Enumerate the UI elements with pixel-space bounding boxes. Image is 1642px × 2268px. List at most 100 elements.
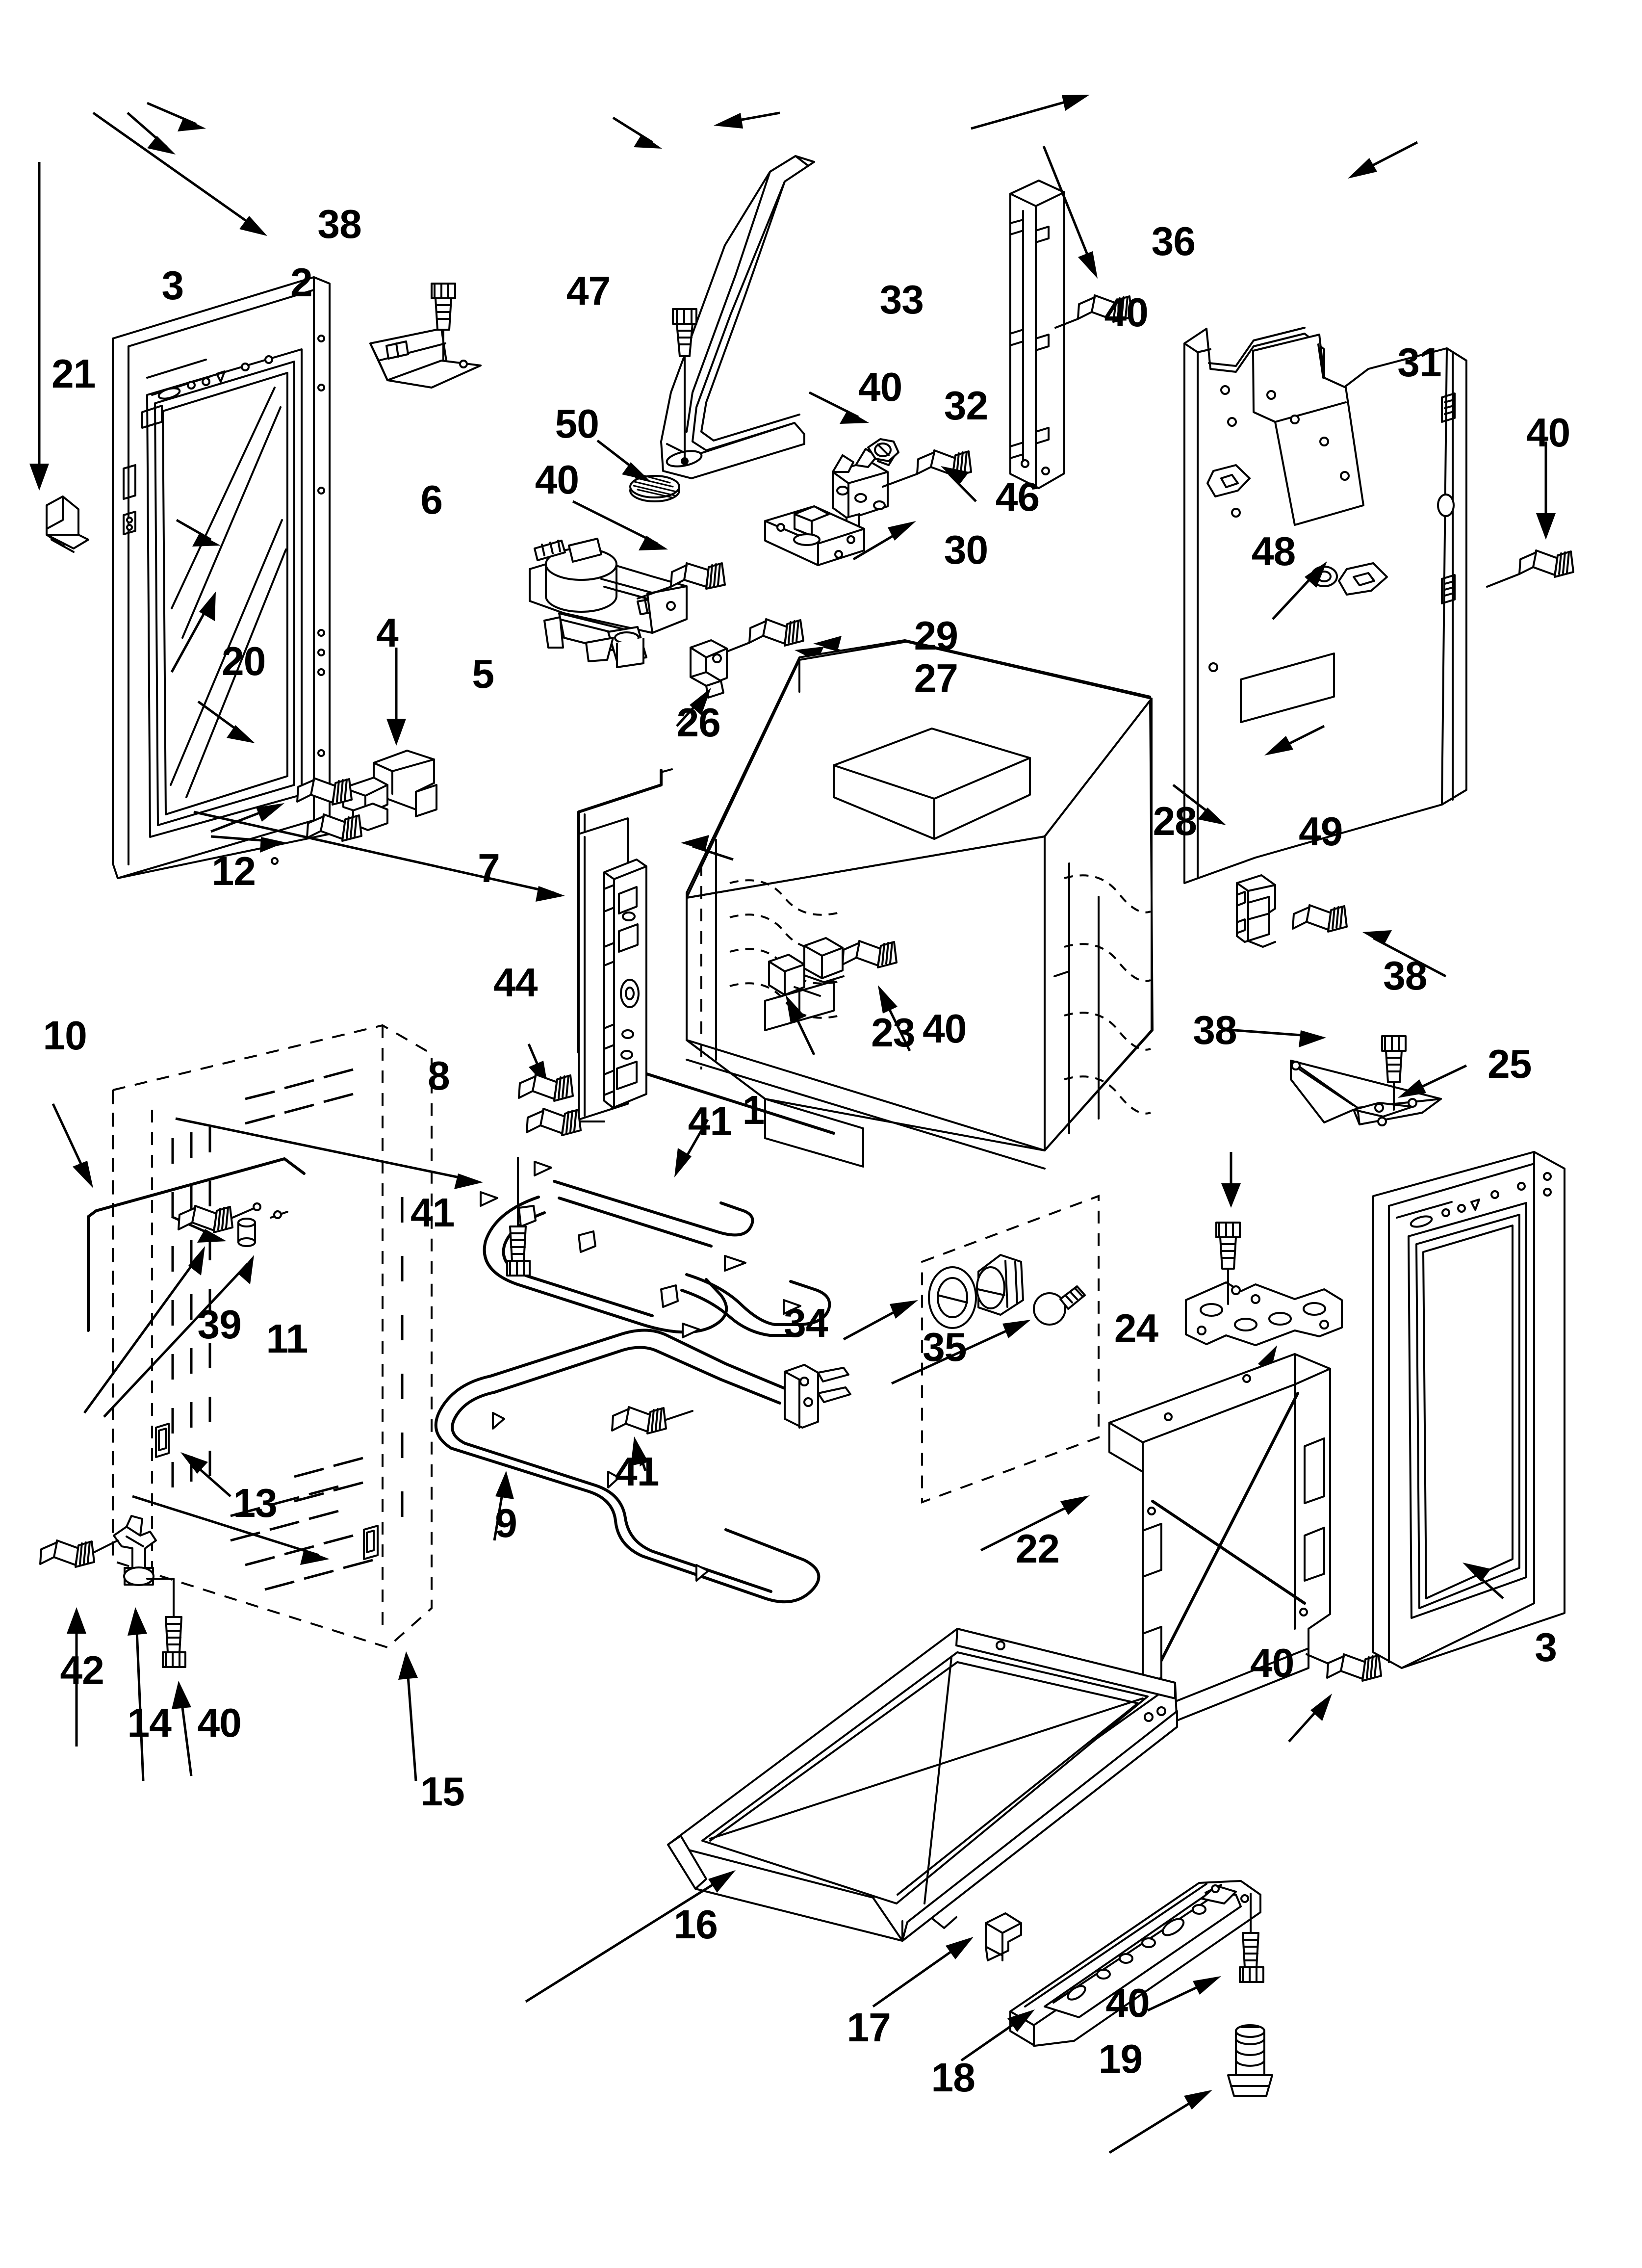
part-36-side-trim-channel <box>1009 180 1065 489</box>
leader-2 <box>127 112 176 155</box>
part-10-insulation-retaining-wire <box>87 1157 306 1332</box>
callout-48: 48 <box>1251 529 1296 574</box>
leader-40-lockmotor <box>572 500 668 550</box>
callout-4: 4 <box>376 610 399 655</box>
part-25-door-top-bracket <box>1290 1060 1442 1126</box>
leader-21 <box>29 162 49 491</box>
leader-28 <box>1172 784 1226 825</box>
callout-31: 31 <box>1397 340 1441 386</box>
leader-25 <box>1398 1064 1467 1098</box>
part-7-rack-guide-liner <box>578 817 647 1121</box>
callout-26: 26 <box>676 701 720 746</box>
leader-46 <box>941 466 977 502</box>
leader-40-heatshield <box>1288 1694 1332 1743</box>
leader-40-cavity <box>878 985 911 1052</box>
leader-23 <box>786 995 816 1056</box>
callout-36: 36 <box>1151 219 1196 264</box>
leader-3-left <box>92 111 267 236</box>
part-38-screw-plate <box>1215 1222 1241 1305</box>
callout-30: 30 <box>944 527 988 573</box>
leader-4 <box>386 648 406 746</box>
leader-49 <box>1264 725 1325 756</box>
part-17-drawer-glide-clip <box>985 1912 1022 1961</box>
callout-34: 34 <box>784 1301 828 1346</box>
leader-15 <box>398 1651 418 1781</box>
leader-40-trim <box>1042 146 1098 279</box>
callout-47: 47 <box>566 269 611 314</box>
callout-40-d: 40 <box>535 458 579 502</box>
part-40-screw-farright <box>1486 549 1574 588</box>
leader-38-bracket25 <box>1221 1028 1326 1047</box>
leader-3-right <box>1462 1563 1504 1599</box>
part-4-door-hinge-receiver <box>342 750 437 831</box>
leader-5 <box>197 700 255 743</box>
leader-26 <box>676 688 711 727</box>
part-15-cavity-insulation-blanket <box>112 1024 433 1649</box>
callout-46: 46 <box>995 474 1040 520</box>
callout-8: 8 <box>427 1053 450 1098</box>
part-32-hex-nut <box>867 438 899 462</box>
part-29-screw <box>716 618 804 656</box>
part-40-screw-bottom <box>1239 1893 1264 1983</box>
leader-8 <box>175 1117 483 1189</box>
part-3-door-outer-panel-left <box>112 276 331 879</box>
callout-22: 22 <box>1015 1526 1060 1571</box>
callout-20: 20 <box>222 639 266 684</box>
leader-38-plate <box>1221 1152 1241 1208</box>
callout-3-left: 3 <box>161 263 184 308</box>
part-40-screw-cavity <box>842 940 898 968</box>
leader-13 <box>132 1495 330 1565</box>
leader-7 <box>193 810 565 902</box>
part-28-wire-harness-clip <box>1236 874 1276 948</box>
leader-40-leveling <box>172 1681 193 1776</box>
part-31-rear-panel <box>1183 327 1467 884</box>
callout-49: 49 <box>1299 809 1343 854</box>
part-16-bottom-drawer-pan <box>667 1628 1178 1942</box>
part-40-screw-heatshield <box>1306 1653 1382 1682</box>
leader-40-farright <box>1536 442 1556 540</box>
part-9-bake-element <box>434 1329 851 1604</box>
leader-42 <box>67 1607 86 1747</box>
callout-23: 23 <box>871 1011 915 1056</box>
leader-10 <box>51 1103 93 1188</box>
callout-32: 32 <box>944 383 988 428</box>
part-12-screws <box>296 777 362 842</box>
part-11-spacer-bushing <box>237 1210 288 1247</box>
leader-40-bottom <box>1147 1976 1221 2012</box>
callout-40-f: 40 <box>197 1701 241 1746</box>
callout-18: 18 <box>931 2055 975 2100</box>
part-40-screw-trim <box>1054 294 1133 329</box>
part-22-rear-heat-shield <box>1108 1353 1331 1723</box>
callout-41-c: 41 <box>615 1449 659 1494</box>
part-6-door-lock-motor <box>529 538 688 668</box>
callout-16: 16 <box>673 1903 718 1948</box>
callout-40-b: 40 <box>1526 410 1570 455</box>
part-light-socket <box>976 1254 1024 1316</box>
part-14-leveling-leg <box>113 1515 157 1586</box>
leader-12 <box>210 803 284 833</box>
part-42-screw-leveling <box>39 1539 119 1568</box>
part-34-oven-light-lens <box>928 1266 977 1329</box>
callout-40-h: 40 <box>1105 1981 1150 2026</box>
callout-1: 1 <box>742 1088 765 1133</box>
leader-11 <box>103 1255 254 1418</box>
callout-50: 50 <box>555 402 599 447</box>
callout-38-c: 38 <box>1193 1008 1237 1053</box>
leader-9 <box>493 1471 514 1541</box>
leader-14 <box>128 1607 147 1781</box>
leader-17 <box>872 1937 974 2008</box>
leader-13b <box>180 1452 231 1497</box>
part-8-broil-element <box>480 1161 831 1338</box>
part-26-cavity-clip-bracket <box>690 639 728 699</box>
part-40-screw-leveling <box>146 1578 186 1668</box>
leader-33 <box>714 111 780 129</box>
callout-21: 21 <box>51 352 96 397</box>
leader-22 <box>980 1495 1090 1552</box>
callout-19: 19 <box>1098 2036 1143 2082</box>
part-34-35-light-box <box>921 1195 1100 1504</box>
callout-35: 35 <box>923 1325 967 1370</box>
callout-6: 6 <box>420 477 443 522</box>
callout-15: 15 <box>420 1770 464 1815</box>
